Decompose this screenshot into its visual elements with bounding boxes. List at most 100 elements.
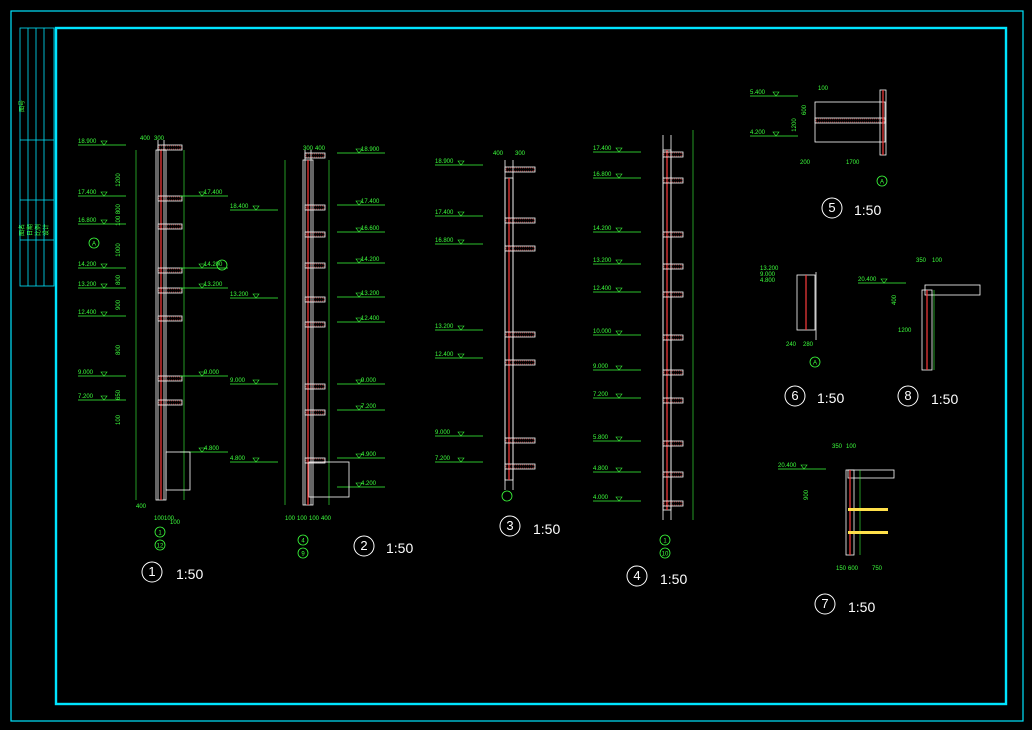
drawing-rect [504, 437, 536, 444]
slab-hatch [505, 360, 535, 365]
slab-hatch [663, 152, 683, 157]
dimension-text: 100 [285, 516, 296, 522]
level-label: 13.200 [593, 258, 612, 264]
level-marker [198, 371, 206, 377]
level-marker [615, 467, 623, 473]
detail-number-circle [814, 593, 836, 615]
level-label: 17.400 [78, 190, 97, 196]
level-marker [252, 205, 260, 211]
axis-ref-label: 9 [301, 552, 305, 558]
level-label: 4.000 [593, 495, 609, 501]
railing-bar [848, 531, 888, 534]
scale-label: 1:50 [854, 202, 881, 218]
axis-ref-label: A [92, 242, 96, 248]
level-label: 9.000 [204, 370, 220, 376]
level-label: 13.200 [230, 292, 249, 298]
axis-ref-circle [88, 237, 100, 249]
slab-hatch [305, 232, 325, 237]
slab-hatch [158, 224, 182, 229]
level-label: 17.400 [593, 146, 612, 152]
slab-hatch [663, 398, 683, 403]
detail-number-circle [141, 561, 163, 583]
level-marker [772, 131, 780, 137]
dimension-text: 300 [515, 151, 526, 157]
detail-number-circle [784, 385, 806, 407]
slab-hatch [158, 288, 182, 293]
level-marker [252, 457, 260, 463]
level-marker [198, 283, 206, 289]
axis-ref-label: 1 [663, 539, 667, 545]
level-label: 9.000 [361, 378, 377, 384]
level-label: 12.400 [361, 316, 380, 322]
slab-hatch [305, 297, 325, 302]
slab-hatch [305, 384, 325, 389]
drawing-rect [304, 296, 326, 303]
level-label: 4.200 [361, 481, 377, 487]
drawing-rect [662, 369, 684, 376]
title-block-label: 比例 [34, 224, 42, 236]
level-marker [615, 330, 623, 336]
detail-number: 3 [506, 518, 513, 533]
dimension-text: 900 [116, 299, 122, 310]
outer-frame [10, 10, 1024, 722]
drawing-rect [662, 263, 684, 270]
level-label: 16.800 [593, 172, 612, 178]
level-label: 9.000 [760, 272, 776, 278]
level-label: 20.400 [858, 277, 877, 283]
scale-label: 1:50 [931, 391, 958, 407]
level-label: 7.200 [361, 404, 377, 410]
slab-hatch [663, 441, 683, 446]
level-marker [355, 405, 363, 411]
drawing-rect [157, 267, 183, 274]
level-marker [252, 293, 260, 299]
slab-hatch [158, 376, 182, 381]
title-block-label: 图号 [19, 100, 26, 112]
slab-hatch [505, 332, 535, 337]
dimension-text: 1200 [898, 328, 912, 334]
level-marker [100, 371, 108, 377]
level-label: 16.800 [435, 238, 454, 244]
dimension-text: 100 [170, 520, 181, 526]
level-marker [198, 447, 206, 453]
axis-ref-label: 1 [158, 531, 162, 537]
dimension-text: 100 [154, 516, 165, 522]
dimension-text: 750 [872, 566, 883, 572]
slab-hatch [505, 218, 535, 223]
detail-number: 6 [791, 388, 798, 403]
axis-ref-circle [809, 356, 821, 368]
level-label: 16.600 [361, 226, 380, 232]
slab-hatch [663, 370, 683, 375]
dimension-text: 300 [154, 136, 165, 142]
dimension-text: 100 [116, 414, 122, 425]
dimension-text: 400 [315, 146, 326, 152]
level-marker [198, 191, 206, 197]
detail-number: 4 [633, 568, 640, 583]
slab-hatch [305, 322, 325, 327]
slab-hatch [305, 205, 325, 210]
level-label: 17.400 [361, 199, 380, 205]
slab-hatch [505, 167, 535, 172]
drawing-rect [304, 457, 326, 464]
axis-ref-label: A [880, 180, 884, 186]
level-marker [615, 393, 623, 399]
slab-hatch [505, 438, 535, 443]
railing-bar [848, 508, 888, 511]
detail-number: 2 [360, 538, 367, 553]
dimension-text: 350 [832, 444, 843, 450]
level-label: 13.200 [435, 324, 454, 330]
level-label: 4.200 [750, 130, 766, 136]
drawing-rect [504, 217, 536, 224]
level-marker [355, 453, 363, 459]
level-label: 7.200 [435, 456, 451, 462]
slab-hatch [663, 264, 683, 269]
slab-hatch [158, 400, 182, 405]
slab-hatch [663, 292, 683, 297]
dimension-text: 1200 [116, 173, 122, 187]
level-marker [880, 278, 888, 284]
slab-hatch [158, 196, 182, 201]
level-marker [615, 287, 623, 293]
dimension-text: 400 [892, 294, 898, 305]
dimension-text: 1200 [792, 118, 798, 132]
slab-hatch [815, 118, 885, 123]
level-marker [615, 436, 623, 442]
